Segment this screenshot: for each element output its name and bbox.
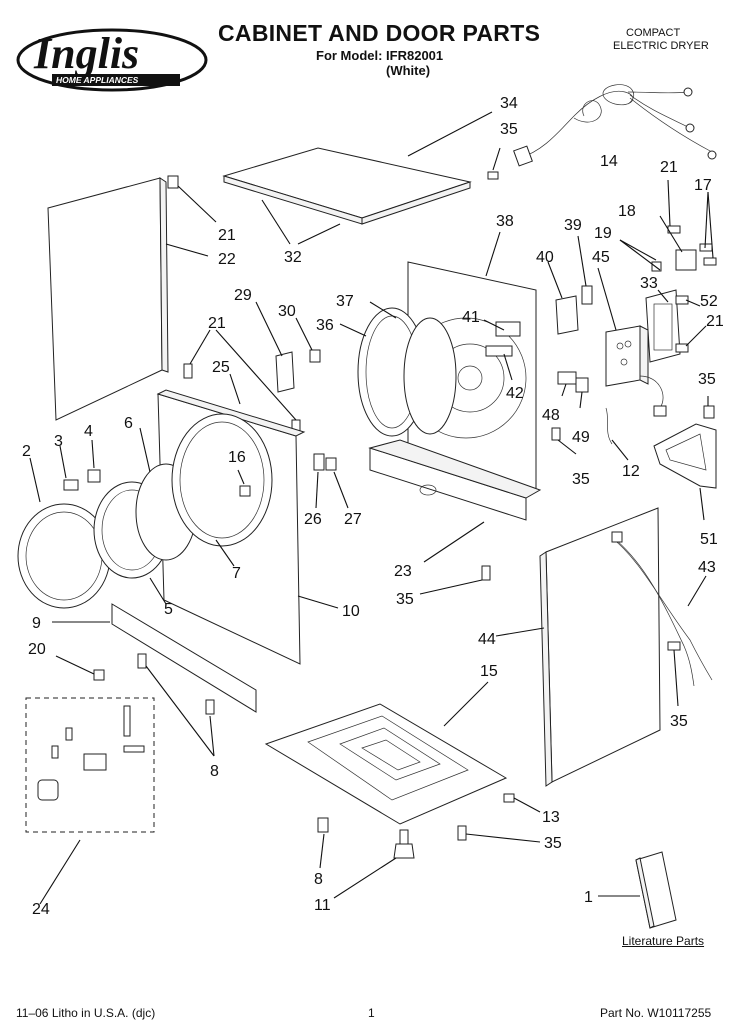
callout-25: 25: [212, 359, 230, 376]
callout-27: 27: [344, 511, 362, 528]
callout-3: 3: [54, 433, 63, 450]
callout-42: 42: [506, 385, 524, 402]
base-pan: [264, 681, 508, 825]
callout-12: 12: [622, 463, 640, 480]
callout-8: 8: [210, 763, 219, 780]
color-line: (White): [386, 63, 431, 78]
screw: [487, 147, 501, 180]
motor-parts: [483, 235, 593, 381]
callout-39: 39: [564, 217, 582, 234]
screws-group: [619, 179, 717, 272]
callout-45: 45: [592, 249, 610, 266]
mounting-bracket: [645, 289, 707, 363]
callout-40: 40: [536, 249, 554, 266]
callout-20: 20: [28, 641, 46, 658]
latch-parts: [59, 439, 349, 509]
footer-part-number: Part No. W10117255: [600, 1006, 712, 1020]
callout-34: 34: [500, 95, 518, 112]
right-side-panel: [495, 507, 661, 787]
callout-23: 23: [394, 563, 412, 580]
page-title: CABINET AND DOOR PARTS: [218, 20, 541, 46]
product-type-line1: COMPACT: [626, 27, 681, 39]
footer-litho: 11–06 Litho in U.S.A. (djc): [16, 1006, 156, 1020]
callout-35: 35: [572, 471, 590, 488]
callout-35: 35: [698, 371, 716, 388]
callout-6: 6: [124, 415, 133, 432]
callout-43: 43: [698, 559, 716, 576]
callout-16: 16: [228, 449, 246, 466]
callout-2: 2: [22, 443, 31, 460]
model-line: For Model: IFR82001: [316, 48, 444, 63]
callout-15: 15: [480, 663, 498, 680]
callout-24: 24: [32, 901, 50, 918]
callout-26: 26: [304, 511, 322, 528]
literature-parts-label: Literature Parts: [622, 934, 705, 948]
screw: [419, 565, 491, 595]
left-side-panel: [47, 177, 209, 421]
callout-4: 4: [84, 423, 93, 440]
drum-rear-seal: [339, 301, 457, 437]
brand-subtitle: HOME APPLIANCES: [56, 75, 139, 85]
wire-harness: [611, 531, 713, 687]
toe-panel: [52, 603, 257, 713]
callout-9: 9: [32, 615, 41, 632]
exhaust-duct: [653, 396, 717, 521]
callout-18: 18: [618, 203, 636, 220]
door-hinge-parts: [183, 301, 321, 435]
callout-14: 14: [600, 153, 618, 170]
callout-21: 21: [660, 159, 678, 176]
screw: [167, 175, 217, 223]
callout-21: 21: [218, 227, 236, 244]
door-assembly: [17, 413, 273, 609]
callout-35: 35: [500, 121, 518, 138]
callout-11: 11: [314, 897, 331, 914]
inglis-logo-icon: Inglis HOME APPLIANCES: [16, 28, 208, 92]
product-type-line2: ELECTRIC DRYER: [613, 40, 709, 52]
callout-21: 21: [208, 315, 226, 332]
callout-32: 32: [284, 249, 302, 266]
footer-page-number: 1: [368, 1006, 375, 1020]
callout-10: 10: [342, 603, 360, 620]
callout-41: 41: [462, 309, 480, 326]
callout-5: 5: [164, 601, 173, 618]
callout-13: 13: [542, 809, 560, 826]
callout-52: 52: [700, 293, 718, 310]
screws-group: [55, 653, 215, 757]
power-cord: [513, 84, 717, 167]
callout-30: 30: [278, 303, 296, 320]
callout-38: 38: [496, 213, 514, 230]
callout-7: 7: [232, 565, 241, 582]
top-panel: [222, 111, 493, 225]
callout-51: 51: [700, 531, 718, 548]
brand-name: Inglis: [33, 29, 139, 78]
callout-22: 22: [218, 251, 236, 268]
screws-group: [667, 641, 681, 707]
callout-21: 21: [706, 313, 724, 330]
callout-19: 19: [594, 225, 612, 242]
callout-36: 36: [316, 317, 334, 334]
callout-8: 8: [314, 871, 323, 888]
switch-parts: [551, 371, 629, 461]
callout-29: 29: [234, 287, 252, 304]
callout-35: 35: [396, 591, 414, 608]
base-front: [368, 439, 542, 563]
callout-1: 1: [584, 889, 593, 906]
callout-35: 35: [544, 835, 562, 852]
callout-35: 35: [670, 713, 688, 730]
callout-44: 44: [478, 631, 496, 648]
hardware-kit: [25, 697, 155, 905]
leveling-feet: [317, 793, 541, 899]
terminal-block: [597, 267, 667, 417]
callout-33: 33: [640, 275, 658, 292]
callout-48: 48: [542, 407, 560, 424]
callout-49: 49: [572, 429, 590, 446]
callout-17: 17: [694, 177, 712, 194]
callout-37: 37: [336, 293, 354, 310]
literature-booklet: [598, 851, 677, 929]
